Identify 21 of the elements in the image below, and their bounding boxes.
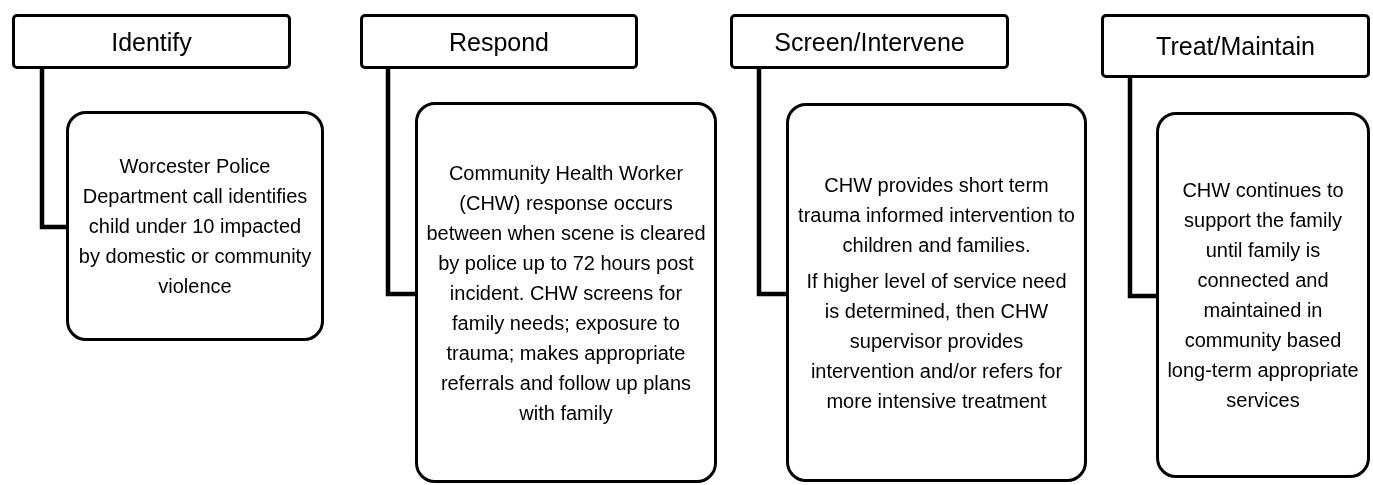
description-text: Community Health Worker (CHW) response occurs between when scene is cleared by police up to 72 hours post incident. CHW screens for family needs; exposure to trauma; makes appropriate referrals and follow up plans with family xyxy=(426,160,706,426)
stage-header-box xyxy=(730,14,1009,69)
stage-header-box xyxy=(1101,14,1370,78)
description-box xyxy=(415,102,717,483)
description-text: If higher level of service need is determined, then CHW supervisor provides intervention and/or refers for more intensive treatment xyxy=(805,268,1068,414)
description-text: CHW continues to support the family until family is connected and maintained in community based long-term appropriate services xyxy=(1167,178,1359,413)
connector-line xyxy=(39,69,66,230)
description-text: Worcester Police Department call identifies child under 10 impacted by domestic or community violence xyxy=(77,154,313,299)
stage-header-box xyxy=(12,14,291,69)
stage-title: Treat/Maintain xyxy=(1156,31,1315,61)
connector-line xyxy=(1127,78,1156,299)
description-text: CHW provides short term trauma informed intervention to children and families. xyxy=(797,172,1076,258)
stage-title: Respond xyxy=(448,26,550,57)
description-box xyxy=(786,103,1087,482)
connector-line xyxy=(756,69,786,297)
description-box xyxy=(1156,112,1370,478)
stage-title: Identify xyxy=(111,26,192,57)
stage-header-box xyxy=(360,14,638,69)
stage-title: Screen/Intervene xyxy=(774,26,965,57)
connector-line xyxy=(385,69,415,297)
description-box xyxy=(66,111,324,341)
